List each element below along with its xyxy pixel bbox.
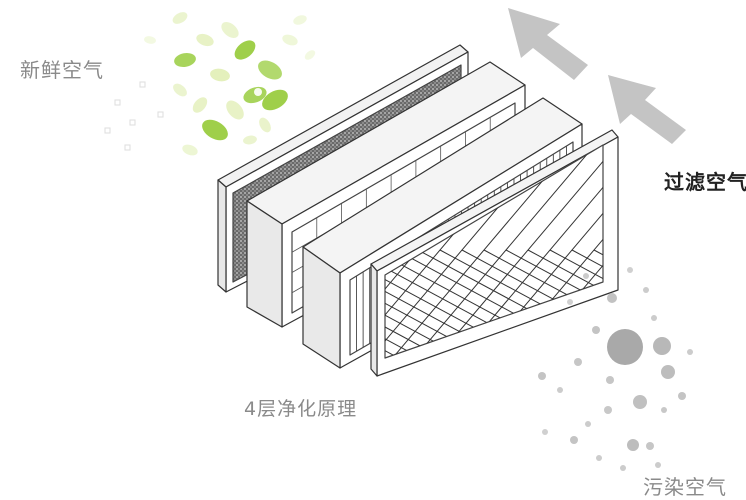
- fresh-air-label: 新鲜空气: [20, 58, 104, 82]
- arrow-up-icon: [508, 8, 686, 144]
- purification-principle-label: 4层净化原理: [244, 398, 358, 420]
- filtered-air-label: 过滤空气: [664, 170, 746, 194]
- leaves-icon: [104, 12, 316, 156]
- polluted-air-label: 污染空气: [643, 475, 727, 499]
- particles-icon: [538, 267, 693, 471]
